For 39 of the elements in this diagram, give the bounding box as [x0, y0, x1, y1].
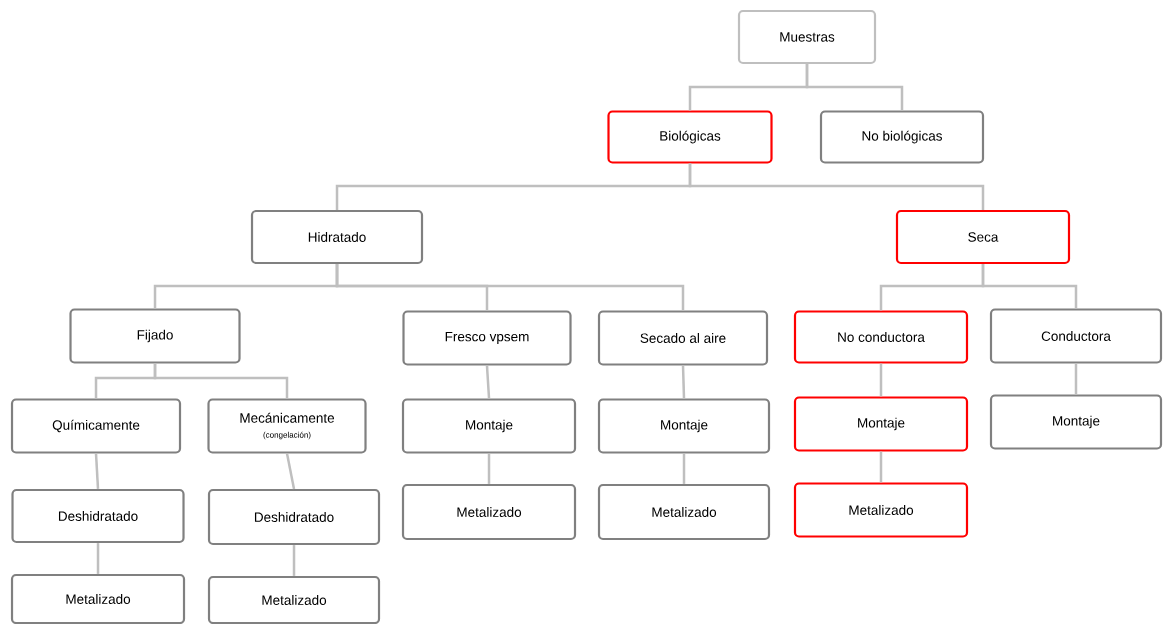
process-box: Seca [895, 209, 1071, 265]
connector-line [879, 363, 883, 397]
process-box: Deshidratado [207, 488, 381, 546]
process-box: Secado al aire [597, 310, 769, 366]
process-box: Biológicas [607, 110, 773, 164]
connector-line [335, 264, 685, 311]
connector-line [96, 543, 100, 574]
connector-line [682, 453, 686, 484]
process-box: Montaje [401, 398, 577, 454]
process-box: No biológicas [819, 110, 985, 164]
connector-line [487, 453, 491, 484]
process-box: Montaje [597, 398, 771, 454]
connector-line [292, 545, 296, 576]
process-box: Metalizado [793, 482, 969, 538]
connector-line [981, 264, 1078, 309]
process-box: Hidratado [250, 209, 424, 265]
process-box: Deshidratado [11, 488, 185, 544]
connector-line [285, 453, 296, 490]
process-box: Conductora [989, 308, 1163, 364]
connector-line [153, 363, 289, 399]
process-box: Metalizado [401, 483, 577, 541]
connector-line [485, 365, 491, 399]
process-box: Químicamente [10, 398, 182, 454]
process-box: Muestras [737, 9, 877, 65]
connector-line [1074, 363, 1078, 395]
process-box: Metalizado [207, 575, 381, 624]
connector-line [94, 453, 100, 489]
process-box: Metalizado [597, 483, 771, 541]
process-box: No conductora [793, 310, 969, 364]
connector-line [805, 64, 904, 111]
connector-line [879, 451, 883, 483]
process-box: Mecánicamente (congelación) [207, 398, 367, 454]
process-box: Montaje [989, 394, 1163, 450]
process-box: Fresco vpsem [402, 310, 572, 366]
connector-line [681, 365, 686, 399]
connector-line [688, 163, 985, 210]
process-box: Montaje [793, 396, 969, 452]
process-box: Metalizado [10, 573, 186, 624]
process-box: Fijado [69, 308, 241, 364]
